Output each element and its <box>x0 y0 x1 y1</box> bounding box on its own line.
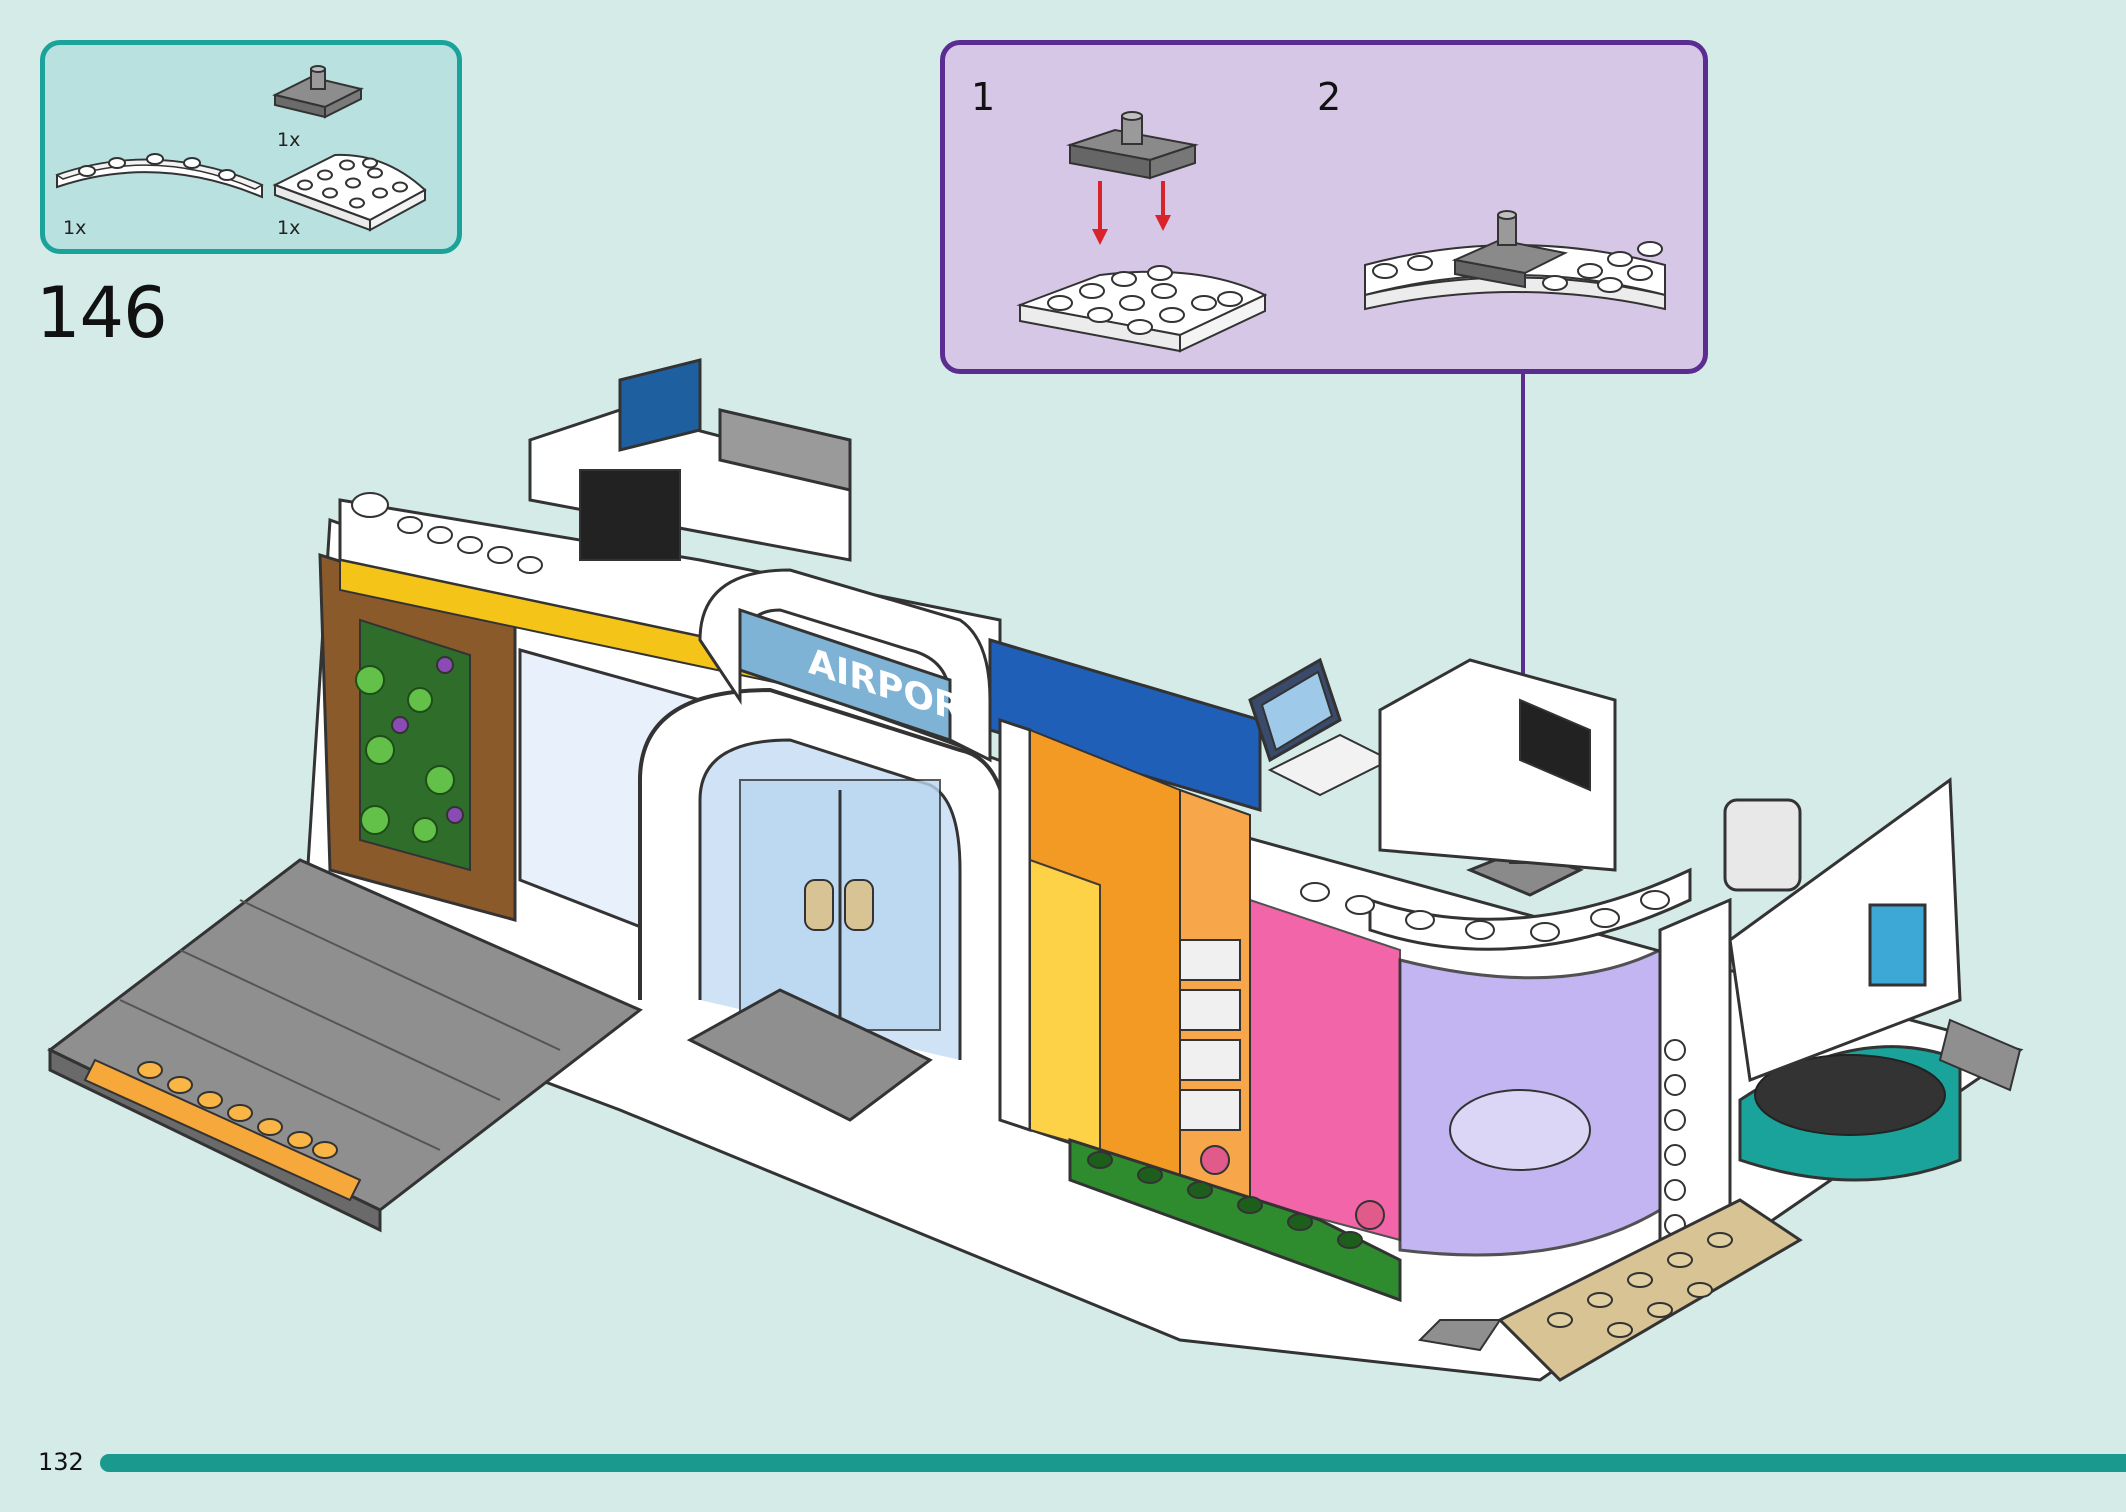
sub-assembly-callout: 1 2 <box>940 40 1708 374</box>
part-qty-label: 1x <box>63 217 87 239</box>
step-number: 146 <box>36 272 168 354</box>
glass-tower <box>1300 830 1692 1257</box>
airport-sign: AIRPORT <box>738 607 985 743</box>
parts-illustrations <box>55 65 427 232</box>
sub-step-label: 1 <box>971 75 996 119</box>
dark-window <box>579 469 681 561</box>
plant-wall-panel <box>318 552 517 922</box>
parts-list-box: 1x 1x 1x <box>40 40 462 254</box>
page-progress-bar <box>100 1454 2126 1472</box>
planter-box <box>1068 1137 1402 1303</box>
white-curved-plate-part-icon <box>55 153 264 199</box>
down-arrow-icon <box>1092 181 1171 245</box>
part-qty-label: 1x <box>277 129 301 151</box>
white-quarter-round-part-icon <box>272 153 427 232</box>
column-cylinder <box>1723 798 1802 892</box>
sub-step-label: 2 <box>1317 75 1342 119</box>
right-section <box>1658 777 2022 1262</box>
callout-connector-arrow-icon <box>1506 374 1540 828</box>
part-qty-label: 1x <box>277 217 301 239</box>
screen-icon <box>618 358 702 452</box>
sub-assembly-illustration <box>1016 111 1666 353</box>
airport-sign-text: AIRPORT <box>808 639 985 738</box>
airport-entrance-arch <box>638 568 1012 1080</box>
tan-floor-corner <box>1417 1198 1803 1382</box>
gray-ramp <box>47 858 643 1233</box>
combined-assembly-icon <box>1364 210 1666 311</box>
gray-plate-part-icon <box>272 65 364 119</box>
laptop-icon <box>1248 657 1393 797</box>
gray-plate-icon <box>1066 111 1199 180</box>
colorful-wall <box>998 717 1401 1242</box>
quarter-round-plate-icon <box>1016 265 1268 353</box>
page-number: 132 <box>38 1448 84 1476</box>
info-sign-icon <box>1868 903 1927 987</box>
